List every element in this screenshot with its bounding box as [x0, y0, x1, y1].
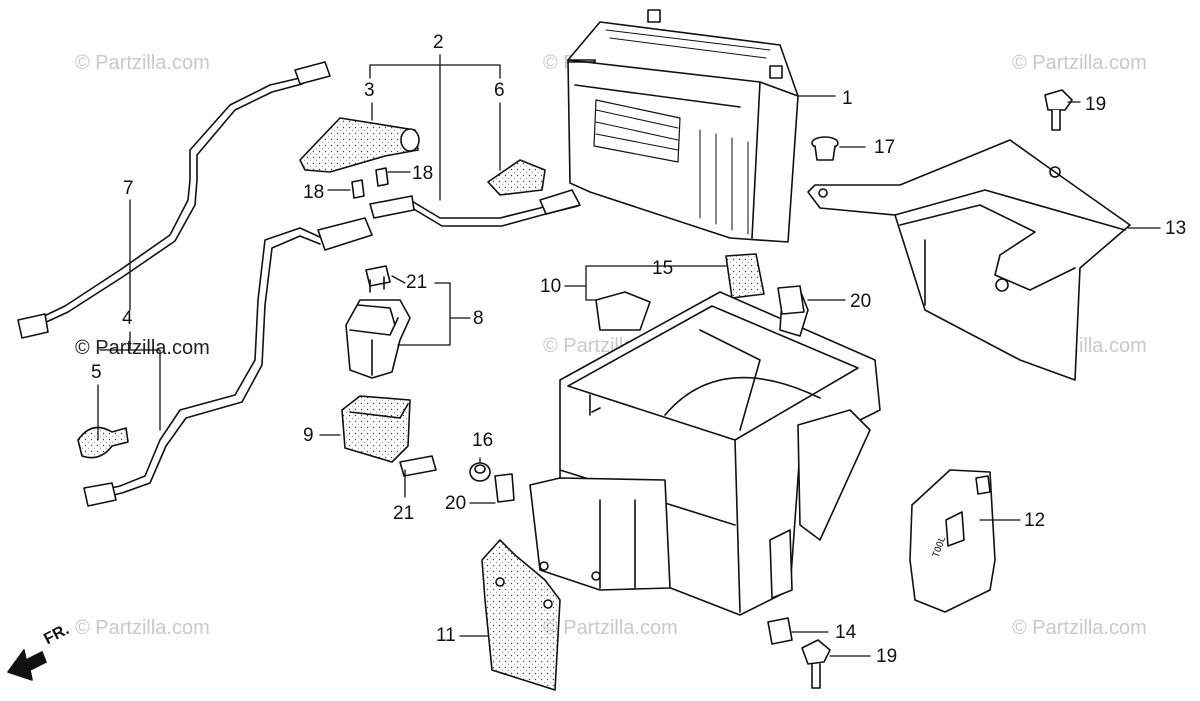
callout-13: 13 [1165, 218, 1187, 239]
plate-11 [481, 539, 561, 691]
watermark: © Partzilla.com [1012, 52, 1147, 74]
callout-3: 3 [364, 80, 375, 101]
front-direction-arrow [7, 649, 47, 681]
terminal-cap-6 [487, 159, 546, 196]
cable-7 [17, 61, 331, 339]
callout-1: 1 [842, 88, 853, 109]
callout-19b: 19 [876, 646, 898, 667]
watermark: © Partzilla.com [75, 617, 210, 639]
clip-20 [494, 285, 805, 503]
watermark: © Partzilla.com [1012, 617, 1147, 639]
callout-8: 8 [473, 308, 484, 329]
rubber-mount-17 [811, 136, 839, 161]
battery-holder-13 [807, 139, 1131, 381]
callout-20a: 20 [850, 291, 872, 312]
watermark: © Partzilla.com [543, 617, 678, 639]
callout-20b: 20 [445, 493, 467, 514]
battery [567, 9, 799, 243]
terminal-cap-5 [77, 426, 129, 459]
callout-11: 11 [436, 625, 456, 646]
relay-cover-9 [341, 395, 411, 463]
pad-15 [725, 253, 765, 299]
cable-2 [369, 189, 581, 227]
callout-19a: 19 [1085, 94, 1107, 115]
callout-9: 9 [303, 425, 314, 446]
fuse-21 [365, 265, 391, 293]
callout-4: 4 [122, 308, 133, 329]
starter-relay-8 [345, 299, 411, 379]
bolt-18 [351, 167, 389, 199]
nut-14 [767, 617, 793, 645]
bolt-19b [801, 639, 831, 689]
callout-16: 16 [472, 430, 494, 451]
callout-7: 7 [123, 178, 134, 199]
callout-17: 17 [874, 137, 896, 158]
callout-21b: 21 [393, 503, 415, 524]
terminal-cover-3 [299, 117, 420, 173]
callout-14: 14 [835, 622, 857, 643]
callout-5: 5 [91, 362, 102, 383]
callout-18b: 18 [412, 163, 434, 184]
callout-10: 10 [540, 276, 562, 297]
callout-12: 12 [1024, 510, 1046, 531]
callout-6: 6 [494, 80, 505, 101]
watermark: © Partzilla.com [75, 337, 210, 359]
callout-2: 2 [433, 32, 444, 53]
callout-21a: 21 [406, 272, 428, 293]
cable-4 [83, 217, 373, 507]
grommet-16 [469, 462, 491, 482]
fuse-21b [399, 455, 437, 477]
watermark: © Partzilla.com [75, 52, 210, 74]
callout-18a: 18 [303, 182, 325, 203]
callout-15: 15 [652, 258, 674, 279]
tool-lid-12 [909, 469, 996, 613]
battery-case-10 [529, 289, 881, 616]
bolt-19 [1044, 89, 1073, 131]
leader-lines [97, 54, 1161, 657]
